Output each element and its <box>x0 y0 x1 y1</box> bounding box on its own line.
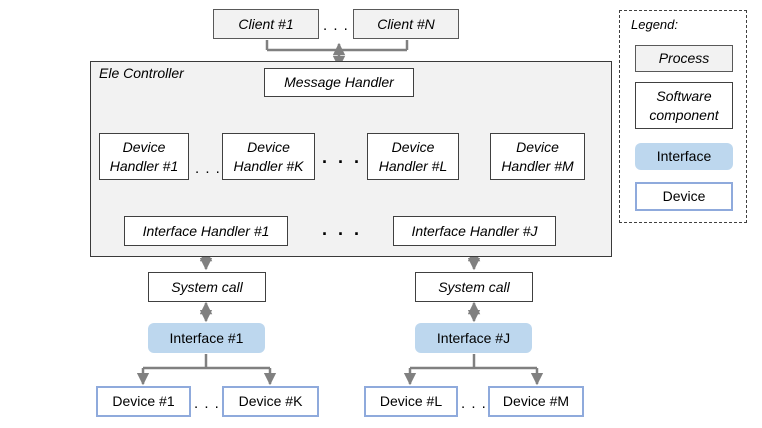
device-handler-1-line1: Device <box>122 138 166 155</box>
interface-handler-1-label: Interface Handler #1 <box>142 222 270 239</box>
legend-process-swatch: Process <box>635 45 733 72</box>
devices-ellipsis-right: . . . <box>461 395 487 412</box>
devices-ellipsis-left: . . . <box>194 395 220 412</box>
ele-controller-title: Ele Controller <box>99 65 184 81</box>
client-n-box: Client #N <box>353 9 459 39</box>
device-handler-ellipsis-middle: . . . <box>322 147 363 167</box>
device-1-box: Device #1 <box>96 386 191 417</box>
legend-software-swatch: Software component <box>635 82 733 129</box>
client-1-label: Client #1 <box>238 15 294 32</box>
system-call-1-box: System call <box>148 272 266 302</box>
interface-handler-j-label: Interface Handler #J <box>411 222 538 239</box>
legend-panel <box>619 10 747 223</box>
device-1-label: Device #1 <box>112 393 175 409</box>
interface-handler-ellipsis: . . . <box>322 219 363 239</box>
legend-process-label: Process <box>658 50 710 66</box>
clients-ellipsis: . . . <box>323 17 349 34</box>
legend-interface-label: Interface <box>656 148 712 164</box>
device-handler-m-line1: Device <box>516 138 559 155</box>
device-handler-l-line1: Device <box>391 138 435 155</box>
device-l-label: Device #L <box>379 393 443 409</box>
client-1-box: Client #1 <box>213 9 319 39</box>
legend-device-swatch: Device <box>635 182 733 211</box>
message-handler-box: Message Handler <box>264 68 414 97</box>
legend-software-line2: component <box>649 106 719 123</box>
system-call-j-label: System call <box>438 278 510 295</box>
device-handler-k-line2: Handler #K <box>233 157 304 174</box>
device-l-box: Device #L <box>364 386 458 417</box>
interface-handler-j-box: Interface Handler #J <box>393 216 556 246</box>
interface-1-box: Interface #1 <box>148 323 265 353</box>
interface-j-label: Interface #J <box>436 329 511 346</box>
interface-handler-1-box: Interface Handler #1 <box>124 216 288 246</box>
device-k-box: Device #K <box>222 386 319 417</box>
device-m-label: Device #M <box>502 393 570 409</box>
device-handler-l-line2: Handler #L <box>378 157 448 174</box>
legend-interface-swatch: Interface <box>635 143 733 170</box>
device-m-box: Device #M <box>488 386 584 417</box>
device-k-label: Device #K <box>238 393 303 409</box>
system-call-1-label: System call <box>171 278 243 295</box>
client-n-label: Client #N <box>377 15 435 32</box>
device-handler-k-line1: Device <box>247 138 290 155</box>
interface-j-box: Interface #J <box>415 323 532 353</box>
device-handler-1-line2: Handler #1 <box>109 157 179 174</box>
device-handler-m-line2: Handler #M <box>501 157 574 174</box>
system-call-j-box: System call <box>415 272 533 302</box>
interface-1-label: Interface #1 <box>169 329 244 346</box>
device-handler-ellipsis-left: . . . <box>195 160 221 177</box>
legend-title: Legend: <box>631 17 678 32</box>
legend-software-line1: Software <box>656 87 712 104</box>
message-handler-label: Message Handler <box>284 74 394 90</box>
legend-device-label: Device <box>662 188 706 204</box>
